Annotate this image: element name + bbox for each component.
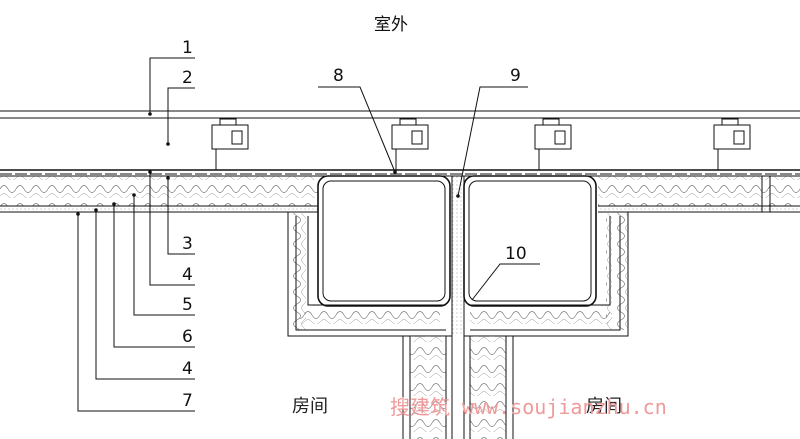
leader-lines xyxy=(76,57,540,412)
room-label-right: 房间 xyxy=(586,396,622,417)
callout-10: 10 xyxy=(505,244,527,264)
callout-labels-left: 1 2 3 4 5 6 4 7 xyxy=(182,38,193,411)
room-label-left: 房间 xyxy=(292,396,328,417)
column-encasement xyxy=(287,212,629,337)
callout-labels-top: 8 9 10 xyxy=(333,66,527,264)
steel-tube-left xyxy=(317,175,451,307)
callout-7: 7 xyxy=(182,391,193,411)
callout-6: 6 xyxy=(182,327,193,347)
callout-9: 9 xyxy=(510,66,521,86)
cladding-brackets xyxy=(211,118,751,170)
watermark-text: 搜建筑 www.soujianzhu.cn xyxy=(390,395,667,419)
expansion-joint xyxy=(451,176,465,336)
steel-tube-right xyxy=(463,175,597,307)
callout-1: 1 xyxy=(182,38,193,58)
callout-5: 5 xyxy=(182,295,193,315)
exterior-title: 室外 xyxy=(374,15,408,35)
partition-walls xyxy=(402,336,514,439)
cladding-panel xyxy=(0,110,800,119)
callout-2: 2 xyxy=(182,68,193,88)
wall-layers xyxy=(0,169,800,213)
callout-3: 3 xyxy=(182,234,193,254)
callout-4b: 4 xyxy=(182,359,193,379)
callout-8: 8 xyxy=(333,66,344,86)
callout-4a: 4 xyxy=(182,265,193,285)
